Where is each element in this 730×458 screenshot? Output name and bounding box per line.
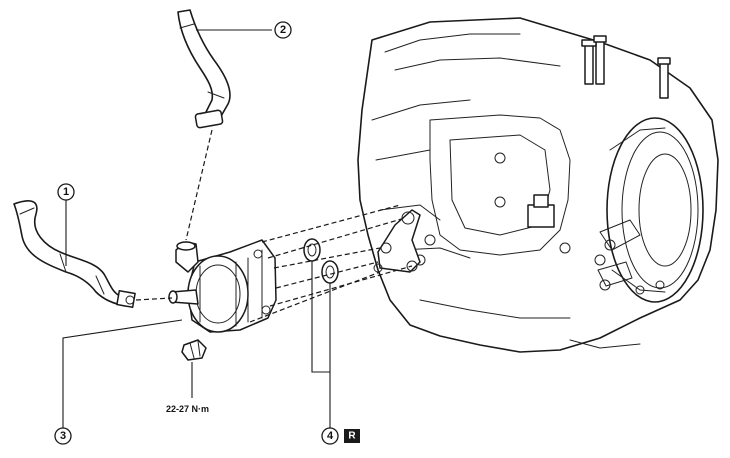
replace-badge-label: R (348, 431, 356, 442)
callout-4-label: 4 (327, 430, 334, 442)
callout-4: 4 (321, 427, 339, 445)
oil-cooler (168, 239, 277, 333)
callout-1-label: 1 (63, 186, 69, 198)
callout-2-label: 2 (280, 24, 286, 36)
torque-spec-label: 22-27 N·m (166, 404, 209, 414)
callout-2: 2 (274, 21, 292, 39)
cooler-bolt (181, 339, 207, 398)
oil-hose-2 (177, 9, 231, 129)
replace-badge: R (344, 429, 360, 443)
callout-3: 3 (54, 427, 72, 445)
oil-hose-1 (13, 200, 136, 309)
callout-3-label: 3 (60, 430, 66, 442)
transaxle-housing (357, 17, 719, 353)
leader-lines (62, 29, 331, 428)
cooler-bracket (373, 209, 421, 273)
assembly-guide-lines (135, 129, 413, 323)
callout-1: 1 (57, 183, 75, 201)
